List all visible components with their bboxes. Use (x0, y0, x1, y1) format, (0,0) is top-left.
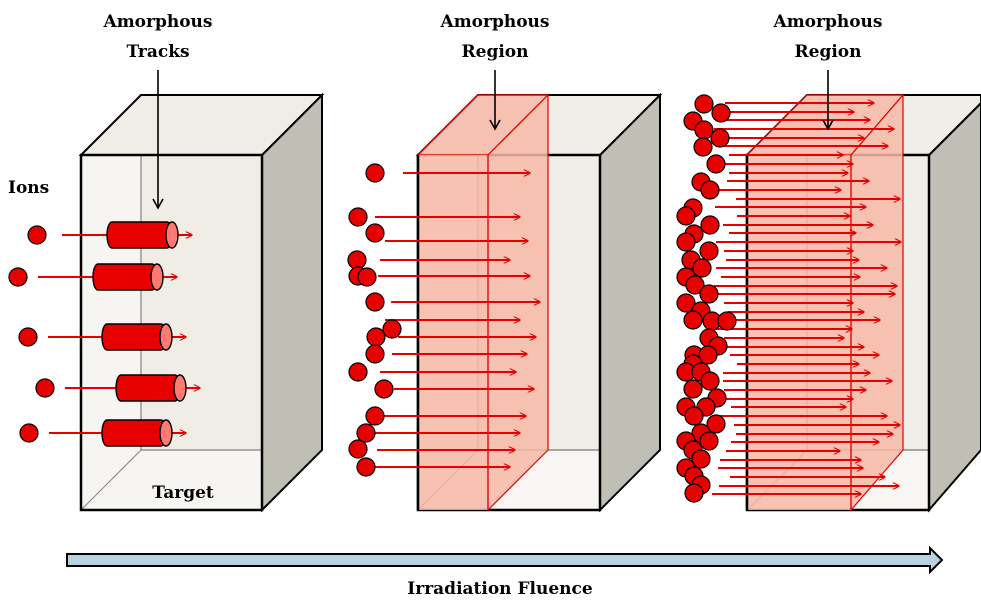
ion (348, 362, 368, 382)
track-body (92, 263, 158, 291)
ion (676, 232, 696, 252)
ion (18, 327, 38, 347)
ion (699, 241, 719, 261)
fluence-axis-label: Irradiation Fluence (407, 579, 593, 599)
ion (348, 439, 368, 459)
ion (356, 457, 376, 477)
track-body (106, 221, 173, 249)
track-end (165, 221, 179, 249)
ion (348, 207, 368, 227)
track-body (101, 323, 167, 351)
ion (710, 128, 730, 148)
target-block (78, 92, 325, 513)
ion (365, 344, 385, 364)
ion (717, 311, 737, 331)
label-pointers (152, 70, 834, 210)
ion (676, 293, 696, 313)
ion (365, 223, 385, 243)
track-end (159, 419, 173, 447)
track-end (173, 374, 187, 402)
ion (357, 267, 377, 287)
amorphous-track (101, 323, 173, 351)
ion (366, 327, 386, 347)
track-body (115, 374, 181, 402)
ion (676, 206, 696, 226)
panel-amorphous-region-1 (347, 92, 663, 513)
track-end (159, 323, 173, 351)
panel1-title-line1: Amorphous (103, 12, 213, 32)
ion (706, 414, 726, 434)
ion (684, 483, 704, 503)
ion (711, 103, 731, 123)
panel-amorphous-tracks (8, 92, 325, 513)
panel2-title-line1: Amorphous (440, 12, 550, 32)
panel3-title-line2: Region (795, 42, 862, 62)
ion (374, 379, 394, 399)
ion (699, 431, 719, 451)
ion (356, 423, 376, 443)
panel1-title-line2: Tracks (126, 42, 189, 62)
ion (693, 137, 713, 157)
ion (694, 120, 714, 140)
ion (347, 250, 367, 270)
ion (684, 406, 704, 426)
track-end (150, 263, 164, 291)
ion (700, 180, 720, 200)
ion (683, 310, 703, 330)
ion (700, 215, 720, 235)
amorphous-track (115, 374, 187, 402)
ion (706, 154, 726, 174)
panel2-title-line2: Region (462, 42, 529, 62)
ion (19, 423, 39, 443)
ion (382, 319, 402, 339)
ion (365, 292, 385, 312)
ion (365, 163, 385, 183)
target-label: Target (152, 483, 214, 503)
ion (8, 267, 28, 287)
fluence-arrow (66, 545, 944, 575)
ion (691, 449, 711, 469)
ion (694, 94, 714, 114)
amorphous-track (92, 263, 164, 291)
panel3-title-line1: Amorphous (773, 12, 883, 32)
ion (683, 379, 703, 399)
amorphous-track (106, 221, 179, 249)
ion (35, 378, 55, 398)
track-body (101, 419, 167, 447)
ion (27, 225, 47, 245)
amorphous-track (101, 419, 173, 447)
ion (700, 371, 720, 391)
ion (692, 258, 712, 278)
panel-amorphous-region-2 (676, 93, 981, 513)
ions-label: Ions (8, 178, 49, 198)
ion (699, 284, 719, 304)
ion (685, 275, 705, 295)
ion (698, 345, 718, 365)
ion (365, 406, 385, 426)
